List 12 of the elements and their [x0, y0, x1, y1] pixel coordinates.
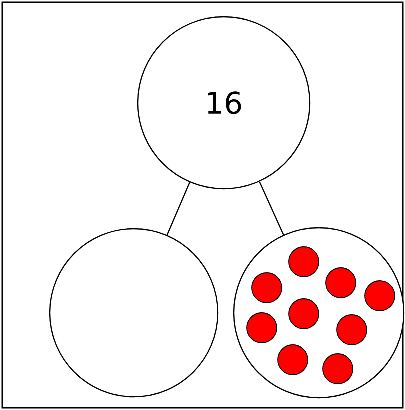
counter-dot	[288, 246, 320, 278]
counter-dot	[246, 312, 278, 344]
counter-dot	[252, 272, 282, 304]
counter-dot	[364, 280, 396, 312]
part-circle	[49, 228, 219, 398]
counter-dot	[326, 268, 356, 298]
counter-dot	[278, 344, 308, 376]
connector-line	[166, 182, 190, 236]
counter-dot	[288, 298, 320, 330]
counter-dot	[336, 314, 368, 346]
connector-line	[259, 182, 284, 236]
counter-dot	[322, 354, 354, 384]
